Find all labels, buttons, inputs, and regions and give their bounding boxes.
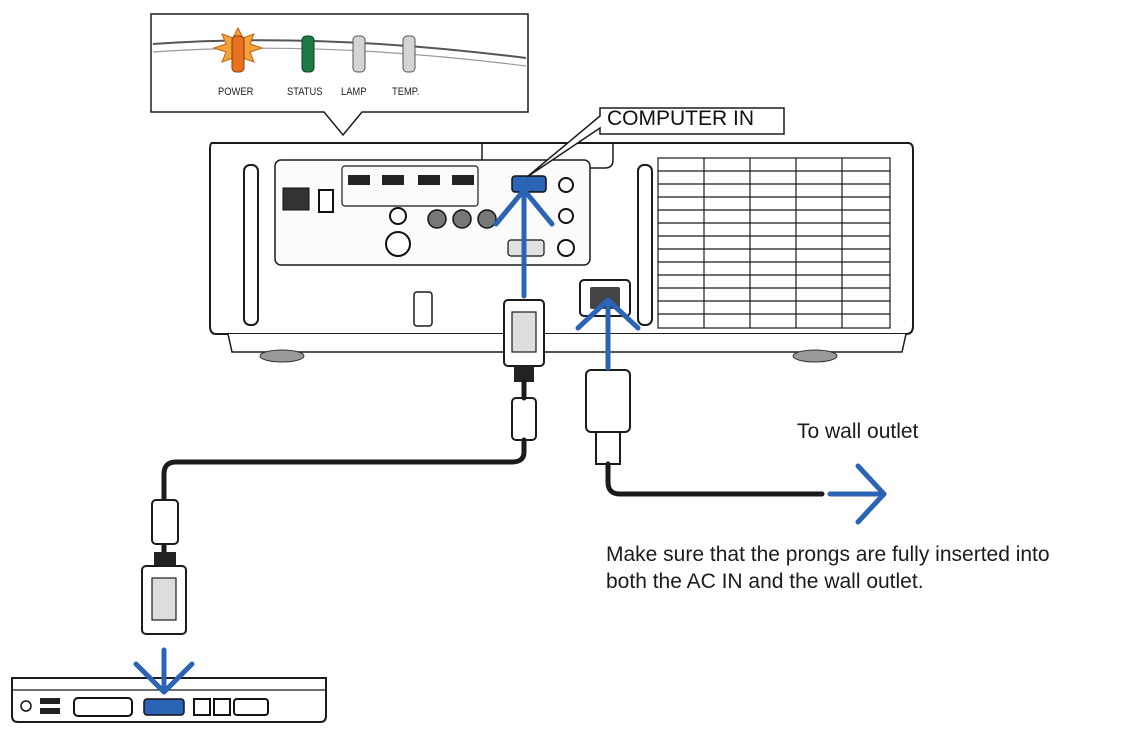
laptop-vga-port xyxy=(143,698,185,716)
temp-label: TEMP. xyxy=(392,86,420,98)
hdmi2-port xyxy=(418,175,440,185)
displayport-port xyxy=(452,175,474,185)
power-led xyxy=(212,26,264,73)
wall-outlet-label: To wall outlet xyxy=(797,420,919,443)
arrow-laptop-vga xyxy=(133,647,195,695)
indicator-callout xyxy=(150,13,529,137)
lamp-label: LAMP xyxy=(341,86,367,98)
laptop xyxy=(11,677,327,723)
status-label: STATUS xyxy=(287,86,323,98)
computer-in-port xyxy=(511,175,547,193)
arrow-ac-in xyxy=(575,297,641,371)
vga-connector-laptop xyxy=(141,499,187,635)
usb-port xyxy=(318,189,334,213)
temp-led xyxy=(402,35,416,73)
computer-in-callout xyxy=(526,107,785,178)
arrow-wall-outlet xyxy=(827,463,887,525)
note-line-2: both the AC IN and the wall outlet. xyxy=(606,570,924,593)
power-plug xyxy=(585,369,631,465)
lamp-led xyxy=(352,35,366,73)
vent-grille xyxy=(657,157,891,329)
note-line-1: Make sure that the prongs are fully inse… xyxy=(606,543,1050,566)
computer-in-label: COMPUTER IN xyxy=(607,107,754,130)
status-led xyxy=(301,35,315,73)
hdmi1-port xyxy=(382,175,404,185)
hdmi-out-port xyxy=(348,175,370,185)
vga-cable xyxy=(161,379,527,503)
vga-connector-projector xyxy=(503,299,545,441)
projector xyxy=(209,142,914,363)
power-cable xyxy=(605,461,825,497)
arrow-computer-in xyxy=(493,187,555,299)
power-label: POWER xyxy=(218,86,254,98)
